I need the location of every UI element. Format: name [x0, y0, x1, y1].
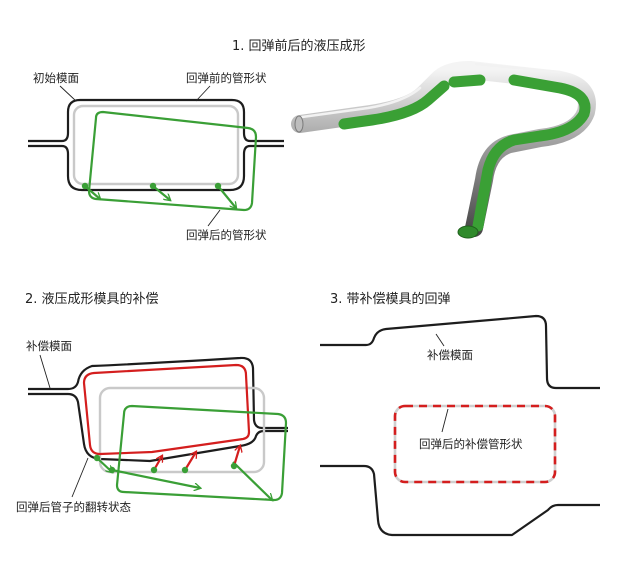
compensation-arrow	[232, 446, 240, 467]
compensated-die-upper	[320, 314, 600, 390]
section2-title: 2. 液压成形模具的补偿	[25, 291, 159, 307]
compensated-die-lower	[320, 464, 600, 537]
leader-line	[71, 457, 89, 498]
reference-point	[108, 466, 116, 474]
reference-point	[181, 466, 189, 474]
compensated-die-outline	[28, 356, 288, 463]
label-initial-die: 初始模面	[33, 71, 79, 85]
leader-line	[207, 209, 221, 227]
tube-after-springback	[87, 110, 258, 212]
section1-title: 1. 回弹前后的液压成形	[232, 38, 366, 54]
leader-line	[195, 85, 211, 102]
springback-arrow	[111, 468, 200, 488]
label-compensated-die: 补偿模面	[26, 339, 72, 353]
reference-point	[150, 466, 158, 474]
leader-line	[39, 354, 51, 389]
section3-diagram: 补偿模面 回弹后的补偿管形状	[320, 314, 600, 537]
section3-title: 3. 带补偿模具的回弹	[330, 291, 451, 307]
section2-diagram: 补偿模面 回弹后管子的翻转状态	[16, 339, 288, 514]
reference-point	[81, 182, 89, 190]
springback-arrow	[84, 185, 100, 199]
tube-before-springback	[72, 104, 240, 186]
label-flipped-state: 回弹后管子的翻转状态	[16, 500, 131, 514]
tube-flipped-state	[82, 363, 251, 456]
initial-die-outline	[28, 98, 284, 192]
springback-arrow	[217, 185, 236, 208]
reference-point	[149, 182, 157, 190]
tube-3d-rendering	[291, 61, 596, 239]
tube-before-springback	[98, 386, 266, 474]
label-result: 回弹后的补偿管形状	[419, 437, 523, 451]
label-after-springback: 回弹后的管形状	[186, 228, 267, 242]
reference-point	[230, 462, 238, 470]
compensation-arrow	[184, 452, 196, 471]
tube-after-springback	[115, 404, 288, 502]
springback-arrow	[152, 185, 170, 200]
reference-point	[214, 182, 222, 190]
leader-line	[435, 333, 445, 347]
section1-diagram: 初始模面 回弹前的管形状 回弹后的管形状	[28, 71, 284, 242]
label-before-springback: 回弹前的管形状	[186, 71, 267, 85]
leader-line	[441, 408, 449, 433]
springback-arrow	[232, 461, 272, 500]
leader-line	[59, 85, 77, 102]
reference-point	[93, 454, 101, 462]
label-compensated-die: 补偿模面	[427, 348, 473, 362]
